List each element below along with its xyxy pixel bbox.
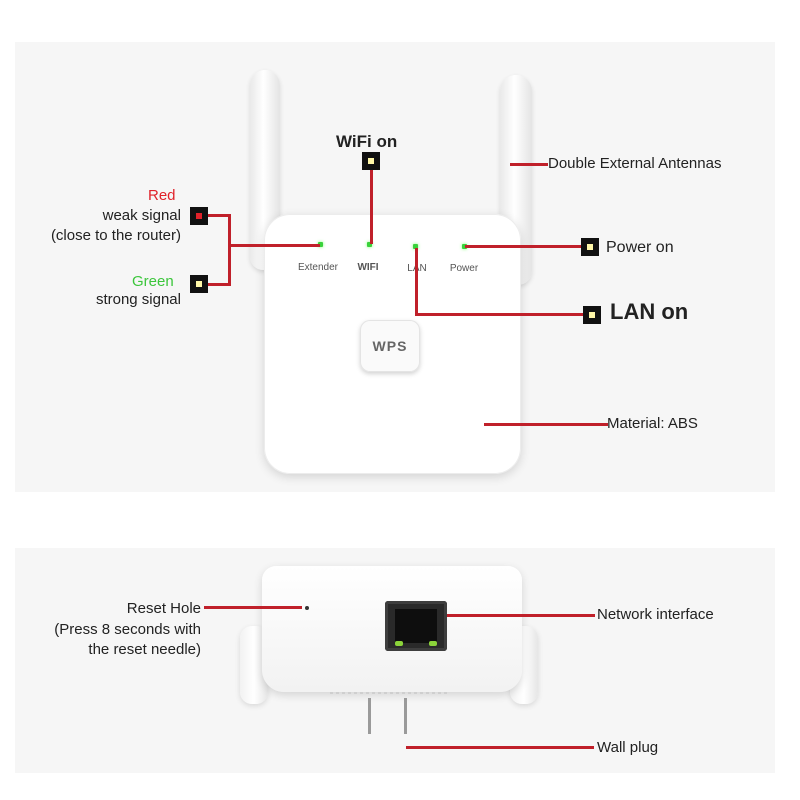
led-wifi xyxy=(367,242,372,247)
green-h-line xyxy=(208,283,230,286)
wall-plug-label: Wall plug xyxy=(597,739,659,756)
reset-label-3: the reset needle) xyxy=(88,641,201,658)
wifi-on-marker xyxy=(362,152,380,170)
reset-label-2: (Press 8 seconds with xyxy=(54,621,201,638)
network-line xyxy=(447,614,595,617)
antenna-label: Double External Antennas xyxy=(548,155,722,172)
green-desc: strong signal xyxy=(95,291,181,308)
port-led-right xyxy=(429,641,437,646)
led-lan xyxy=(413,244,418,249)
signal-to-led-line xyxy=(228,244,320,247)
reset-hole xyxy=(305,606,309,610)
red-desc-2: (close to the router) xyxy=(50,227,181,244)
power-line xyxy=(465,245,583,248)
green-label: Green xyxy=(132,273,174,290)
reset-line xyxy=(204,606,302,609)
signal-v-line xyxy=(228,214,231,286)
led-label-wifi: WIFI xyxy=(357,262,379,273)
lan-v-line xyxy=(415,248,418,316)
port-led-left xyxy=(395,641,403,646)
lan-label: LAN on xyxy=(610,299,689,324)
red-marker xyxy=(190,207,208,225)
led-label-power: Power xyxy=(449,263,479,274)
led-label-extender: Extender xyxy=(297,262,339,273)
ethernet-port xyxy=(385,601,447,651)
red-desc-1: weak signal xyxy=(102,207,181,224)
led-power xyxy=(462,244,467,249)
plug-pin-left xyxy=(368,698,371,734)
reset-label-1: Reset Hole xyxy=(126,600,201,617)
material-label: Material: ABS xyxy=(607,415,698,432)
ethernet-port-socket xyxy=(395,609,437,643)
wifi-line xyxy=(370,170,373,244)
lan-marker xyxy=(583,306,601,324)
network-label: Network interface xyxy=(597,606,714,623)
plug-pin-right xyxy=(404,698,407,734)
led-extender xyxy=(318,242,323,247)
power-marker xyxy=(581,238,599,256)
antenna-line xyxy=(510,163,548,166)
wall-plug-line xyxy=(406,746,594,749)
green-marker xyxy=(190,275,208,293)
wps-button: WPS xyxy=(360,320,420,372)
red-label: Red xyxy=(148,187,176,204)
vent-holes xyxy=(330,692,450,694)
power-label: Power on xyxy=(606,239,674,256)
wifi-on-label: WiFi on xyxy=(336,132,398,151)
material-line xyxy=(484,423,608,426)
lan-h-line xyxy=(415,313,585,316)
red-h-line xyxy=(208,214,230,217)
